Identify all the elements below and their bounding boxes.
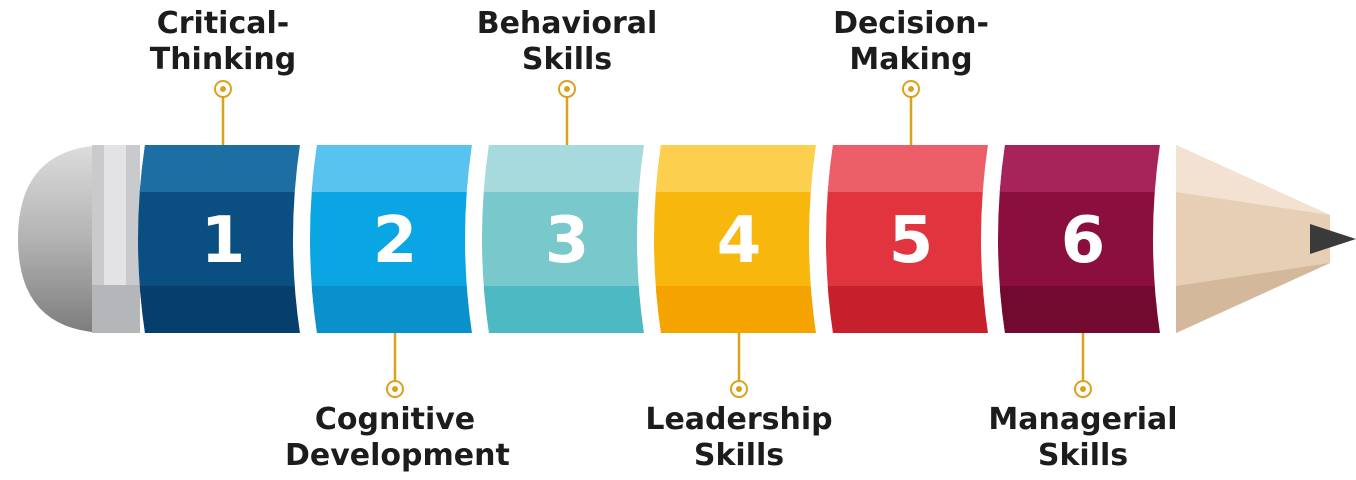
connector-3: [558, 80, 576, 145]
connector-6: [1074, 333, 1092, 398]
segment-number-4: 4: [717, 204, 762, 278]
segment-number-3: 3: [545, 204, 590, 278]
label-5-line-1: Decision-: [833, 6, 989, 41]
connector-2: [386, 333, 404, 398]
segment-2: 2: [310, 144, 482, 334]
segment-4: 4: [654, 144, 826, 334]
label-1: Critical-Thinking: [113, 6, 333, 78]
label-1-line-2: Thinking: [149, 42, 297, 77]
label-1-line-1: Critical-: [156, 6, 290, 41]
label-2-line-2: Development: [285, 438, 510, 473]
segment-6: 6: [998, 144, 1170, 334]
connector-1: [214, 80, 232, 145]
segment-number-2: 2: [373, 204, 418, 278]
eraser-band-shadow: [92, 285, 140, 333]
label-3-line-2: Skills: [521, 42, 613, 77]
segment-number-1: 1: [201, 204, 246, 278]
label-3-line-1: Behavioral: [476, 6, 658, 41]
label-6-line-1: Managerial: [988, 402, 1178, 437]
connector-4: [730, 333, 748, 398]
pencil-tip: [1176, 145, 1356, 333]
label-5-line-2: Making: [849, 42, 973, 77]
segment-number-6: 6: [1061, 204, 1106, 278]
segment-number-5: 5: [889, 204, 934, 278]
pencil-lead: [1310, 224, 1356, 254]
segment-1: 1: [138, 144, 310, 334]
label-4-line-2: Skills: [693, 438, 785, 473]
label-2-line-1: Cognitive: [314, 402, 476, 437]
label-6-line-2: Skills: [1037, 438, 1129, 473]
connector-5: [902, 80, 920, 145]
label-5: Decision-Making: [801, 6, 1021, 78]
segment-3: 3: [482, 144, 654, 334]
segment-5: 5: [826, 144, 998, 334]
label-4-line-1: Leadership: [645, 402, 833, 437]
